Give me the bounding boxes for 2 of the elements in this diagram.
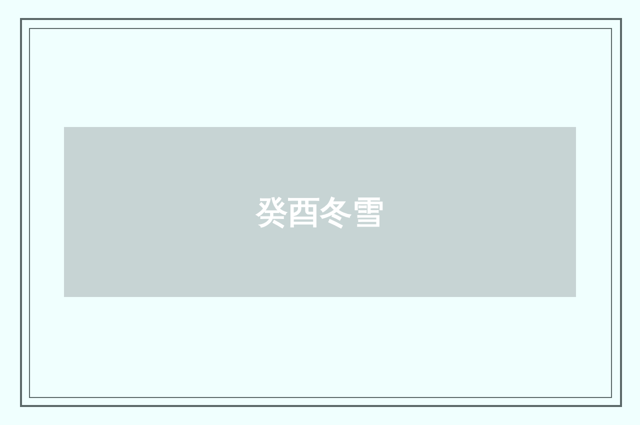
banner-text: 癸酉冬雪 <box>256 196 384 228</box>
title-banner <box>64 127 576 297</box>
